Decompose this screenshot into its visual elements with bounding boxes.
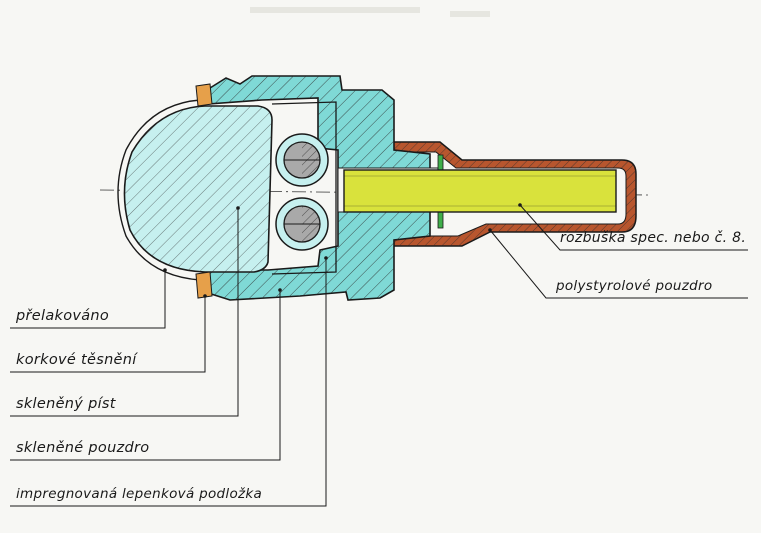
leader-dots-left [163, 206, 328, 298]
label-skleneny-pist: skleněný píst [16, 396, 116, 412]
label-prelakovano: přelakováno [16, 308, 110, 324]
label-polystyrol: polystyrolové pouzdro [556, 278, 713, 294]
leader-dots-right [488, 203, 522, 232]
leader-lines-left [10, 208, 327, 507]
label-podlozka: impregnovaná lepenková podložka [16, 486, 263, 502]
glass-piston [117, 99, 273, 281]
label-rozbuska: rozbuška spec. nebo č. 8. [560, 230, 747, 246]
leader-lines-right [489, 204, 748, 299]
glass-housing [271, 101, 337, 275]
ball-lower [275, 197, 329, 251]
detonator [343, 169, 617, 213]
label-korkove-tesneni: korkové těsnění [16, 352, 137, 368]
label-sklenene-pouzdro: skleněné pouzdro [16, 440, 150, 456]
cork-seals [195, 83, 213, 299]
ball-upper [275, 133, 329, 187]
scan-marks [250, 7, 490, 17]
